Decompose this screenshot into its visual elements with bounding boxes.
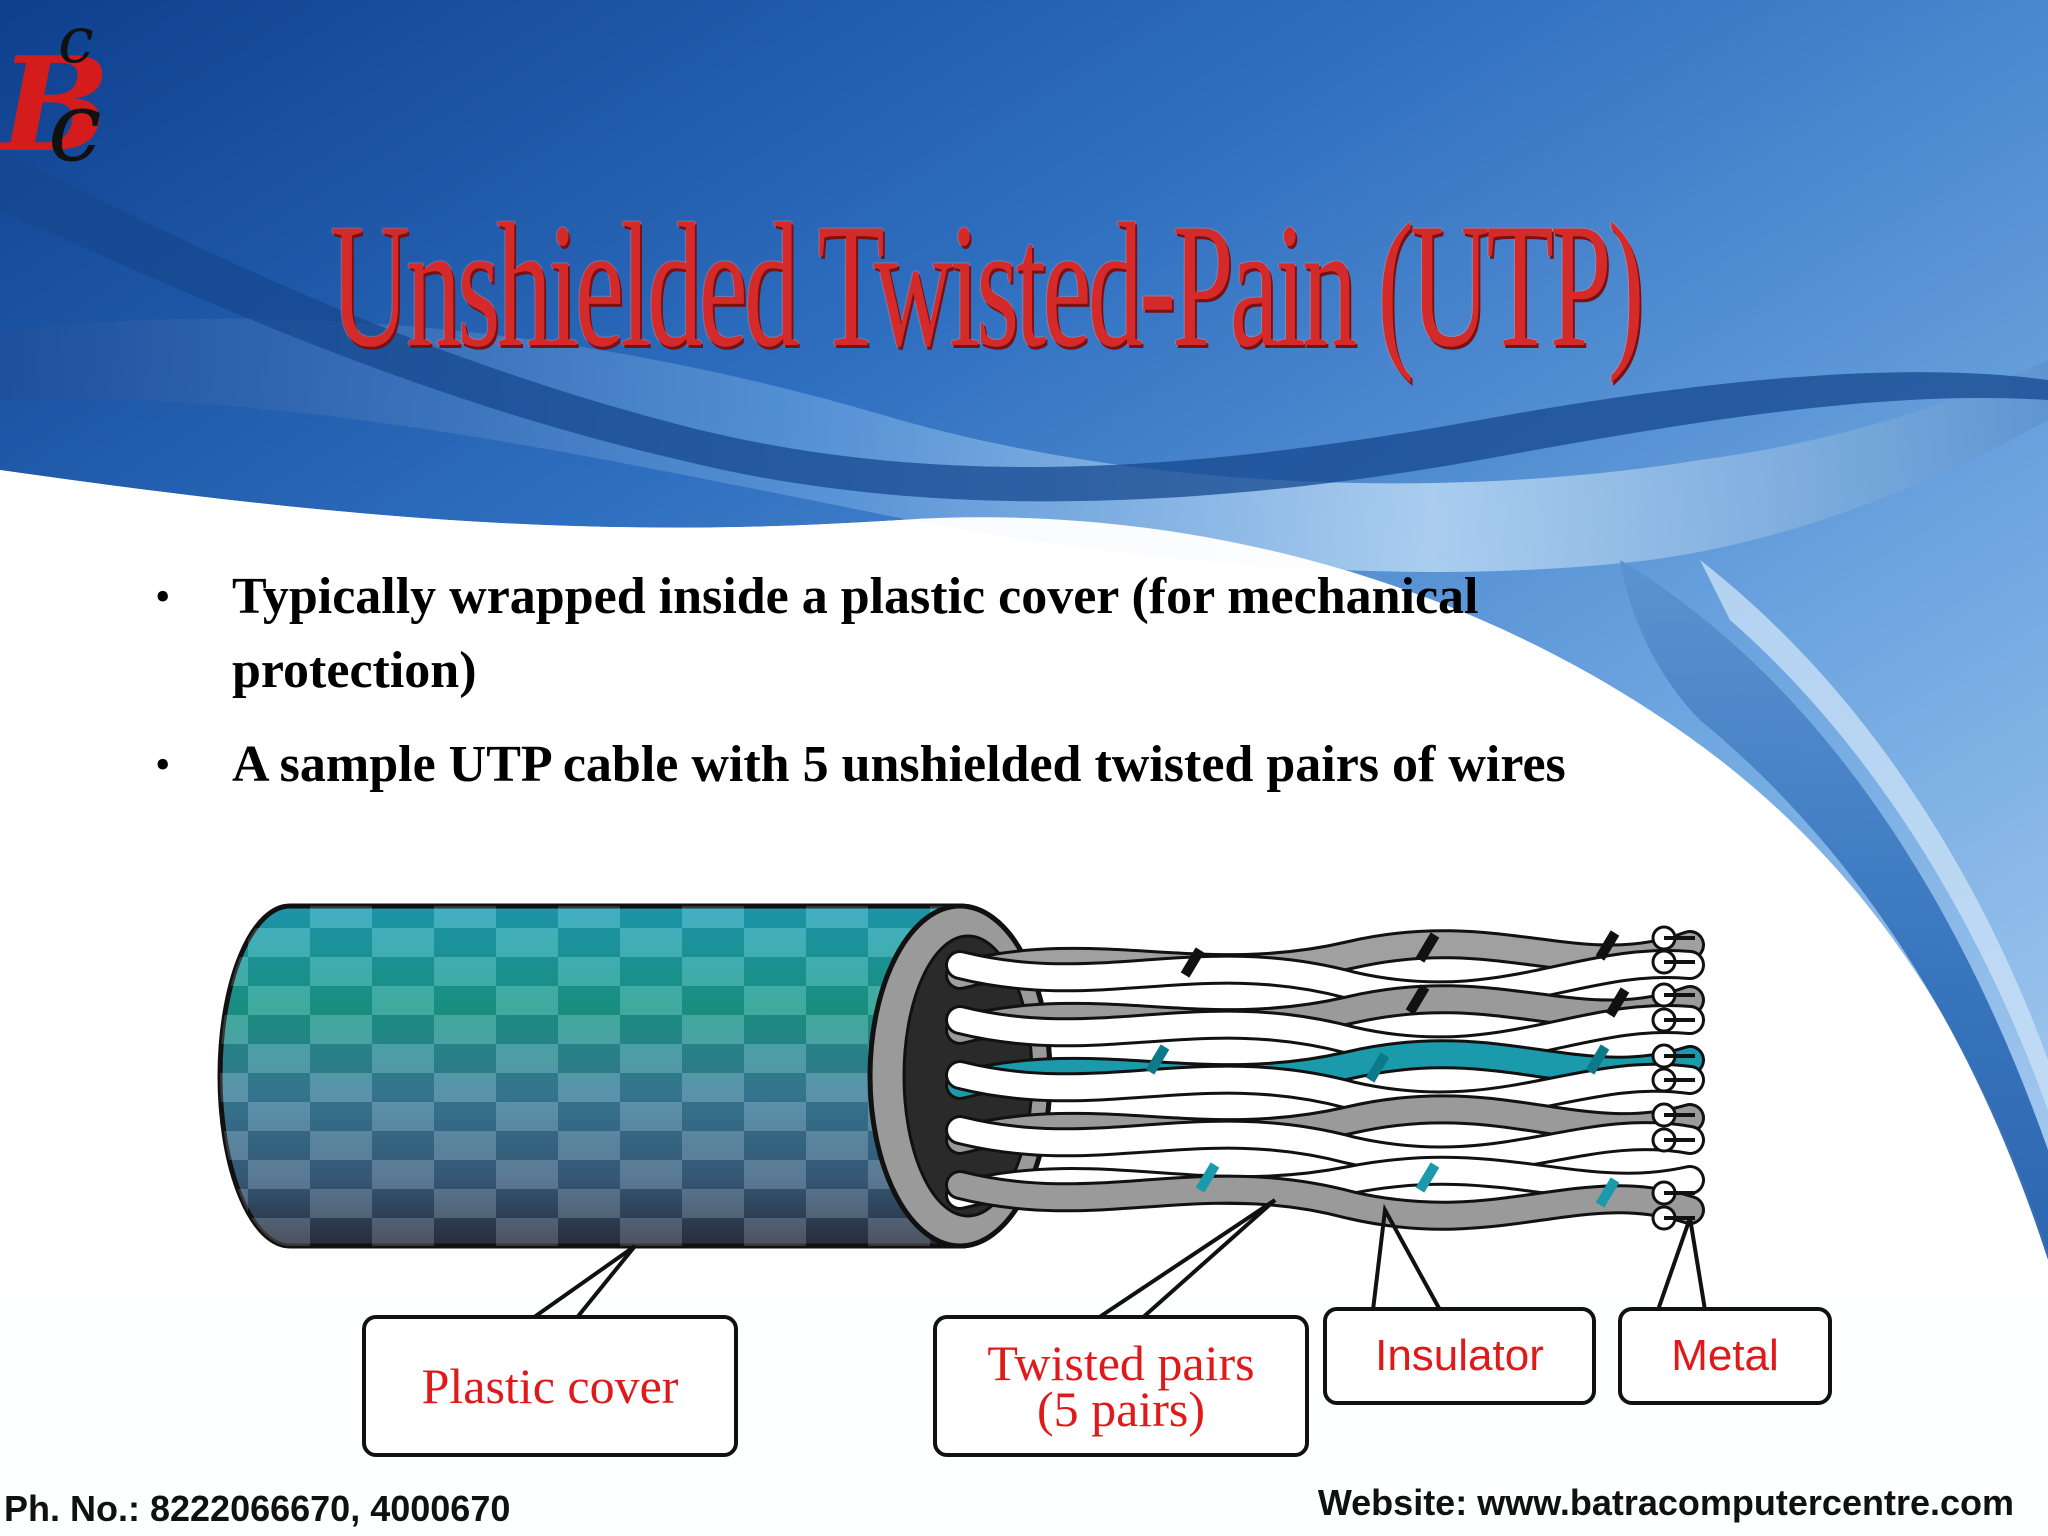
svg-text:B: B	[0, 28, 110, 170]
bullet-text: Typically wrapped inside a plastic cover…	[232, 568, 1479, 699]
bullet-list: • Typically wrapped inside a plastic cov…	[150, 560, 1600, 822]
label-twisted-pairs: Twisted pairs (5 pairs)	[933, 1315, 1309, 1457]
label-twisted-pairs-line1: Twisted pairs	[987, 1335, 1255, 1391]
label-twisted-pairs-line2: (5 pairs)	[1037, 1381, 1205, 1437]
label-metal: Metal	[1618, 1307, 1832, 1405]
footer-website[interactable]: Website: www.batracomputercentre.com	[1317, 1482, 2014, 1523]
label-insulator-text: Insulator	[1375, 1331, 1544, 1380]
label-plastic-cover: Plastic cover	[362, 1315, 738, 1457]
bullet-text: A sample UTP cable with 5 unshielded twi…	[232, 736, 1566, 793]
bcc-logo: B c c	[0, 10, 110, 170]
bullet-item: • A sample UTP cable with 5 unshielded t…	[150, 728, 1600, 802]
label-insulator: Insulator	[1323, 1307, 1596, 1405]
svg-text:c: c	[48, 71, 102, 170]
footer-phone: Ph. No.: 8222066670, 4000670	[4, 1488, 511, 1529]
bullet-icon: •	[155, 572, 171, 621]
bullet-item: • Typically wrapped inside a plastic cov…	[150, 560, 1600, 708]
twisted-pairs	[945, 929, 1705, 1231]
svg-text:c: c	[58, 10, 94, 78]
label-plastic-cover-text: Plastic cover	[421, 1358, 679, 1414]
wire-stripes	[1145, 930, 1630, 1208]
bullet-icon: •	[155, 740, 171, 789]
callout-pointers	[528, 1198, 1707, 1322]
label-metal-text: Metal	[1671, 1331, 1779, 1380]
